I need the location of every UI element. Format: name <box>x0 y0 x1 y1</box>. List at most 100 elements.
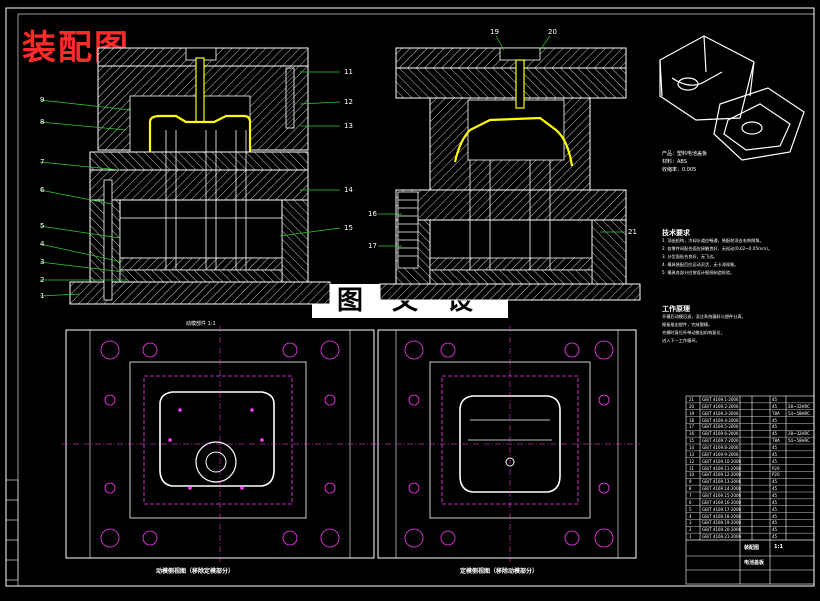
title-block-row-number: 2 <box>689 527 692 533</box>
callout-17: 17 <box>368 242 377 250</box>
caption-right-view: 定模侧视图（移除动模部分） <box>460 568 539 575</box>
title-block-scale-label: 装配图 <box>744 545 760 551</box>
title-block-material: 45 <box>772 479 778 485</box>
callout-8: 8 <box>40 118 45 126</box>
title-block-standard: GB/T 4169.12-2006 <box>702 472 742 478</box>
callout-4: 4 <box>40 240 45 248</box>
margin-labels <box>5 479 19 581</box>
tech-note-line: 4. 模具装配后应运动灵活，无卡滞现象。 <box>662 262 739 267</box>
title-block-standard: GB/T 4169.9-2006 <box>702 451 739 457</box>
callout-20: 20 <box>548 28 557 36</box>
callout-16: 16 <box>368 210 377 218</box>
title-block-standard: GB/T 4169.17-2006 <box>702 506 742 512</box>
title-block-row-number: 11 <box>689 465 695 471</box>
title-block-material: 45 <box>772 458 778 464</box>
title-block-hardness: 54~58HRC <box>788 438 810 444</box>
title-block-material: 45 <box>772 527 778 533</box>
title-block-standard: GB/T 4169.1-2006 <box>702 397 739 402</box>
section-label: 动模部件 1:1 <box>186 321 216 327</box>
title-block-material: 45 <box>772 493 778 498</box>
title-block-row-number: 18 <box>689 417 695 423</box>
work-note-line: 进入下一工作循环。 <box>662 338 700 343</box>
title-block-row-number: 12 <box>689 458 695 464</box>
tech-note-line: 1. 顶出机构，冷却水道应畅通，装配前须去毛刺倒角。 <box>662 238 764 243</box>
callout-2: 2 <box>40 276 45 284</box>
title-block-rows <box>686 402 814 541</box>
isometric-part-views <box>659 35 805 161</box>
title-block-standard: GB/T 4169.13-2006 <box>702 479 742 485</box>
title-block-row-number: 7 <box>689 493 692 498</box>
title-block-standard: GB/T 4169.6-2006 <box>702 431 739 437</box>
title-block-standard: GB/T 4169.16-2006 <box>702 499 742 505</box>
tech-note-line: 2. 各零件间配合面应接触良好，无松动(0.02~0.05mm)。 <box>662 246 773 251</box>
product-shrink: 收缩率：0.005 <box>662 167 697 173</box>
title-block-row-number: 17 <box>689 424 695 430</box>
title-block-row-number: 8 <box>689 486 692 492</box>
title-block-material: 45 <box>772 486 778 492</box>
title-block-drawing-no: 1:1 <box>774 544 783 550</box>
title-block-row-number: 15 <box>689 438 695 444</box>
callout-15: 15 <box>344 224 353 232</box>
title-block-standard: GB/T 4169.11-2006 <box>702 465 742 471</box>
title-block-hardness: 54~58HRC <box>788 410 810 416</box>
title-block-material: 45 <box>772 431 778 437</box>
title-block-row-number: 4 <box>689 513 692 519</box>
callout-12: 12 <box>344 98 353 106</box>
title-block-material: 45 <box>772 417 778 423</box>
title-block-standard: GB/T 4169.14-2006 <box>702 486 742 492</box>
title-block-material: T8A <box>772 410 780 416</box>
work-note-line: 合模时复位杆带动推出机构复位， <box>662 330 725 335</box>
title-block-row-number: 10 <box>689 472 695 478</box>
title-block-material: 45 <box>772 424 778 430</box>
tech-note-line: 5. 模具各部分应按设计图纸制造检验。 <box>662 270 735 275</box>
callout-1: 1 <box>40 292 45 300</box>
title-block-row-number: 14 <box>689 445 695 450</box>
product-material: 材料：ABS <box>662 159 687 165</box>
title-block-row-number: 6 <box>689 499 692 505</box>
product-name: 产品：塑料电池盖板 <box>662 151 708 157</box>
callout-14: 14 <box>344 186 353 194</box>
title-block-material: 45 <box>772 451 778 457</box>
callout-7: 7 <box>40 158 45 166</box>
section-view-left <box>39 47 341 305</box>
title-block-hardness: 28~32HRC <box>788 431 810 437</box>
title-block-row-number: 16 <box>689 431 695 437</box>
title-block-standard: GB/T 4169.20-2006 <box>702 527 742 533</box>
title-block-row-number: 13 <box>689 451 695 457</box>
section-view-right <box>378 35 641 301</box>
title-block-material: 45 <box>772 534 778 540</box>
caption-left-view: 动模侧视图（移除定模部分） <box>156 568 235 575</box>
callout-5: 5 <box>40 222 45 230</box>
tech-note-line: 3. 分型面贴合良好，无飞边。 <box>662 254 718 259</box>
callout-6: 6 <box>40 186 45 194</box>
title-block-row-number: 5 <box>689 506 692 512</box>
title-block-standard: GB/T 4169.18-2006 <box>702 513 742 519</box>
title-block-standard: GB/T 4169.7-2006 <box>702 438 739 444</box>
title-block-standard: GB/T 4169.5-2006 <box>702 424 739 430</box>
title-block-standard: GB/T 4169.15-2006 <box>702 493 742 498</box>
title-block-material: 45 <box>772 499 778 505</box>
title-block-row-number: 19 <box>689 410 695 416</box>
title-block-standard: GB/T 4169.4-2006 <box>702 417 739 423</box>
callout-13: 13 <box>344 122 353 130</box>
title-block-drawing-name: 电池盖板 <box>744 560 765 566</box>
work-note-line: 开模后动模后退，浇注系统凝料与塑件分离， <box>662 314 746 319</box>
title-block-row-number: 21 <box>689 397 695 402</box>
plan-view-right <box>374 326 640 562</box>
callout-19: 19 <box>490 28 499 36</box>
callout-11: 11 <box>344 68 353 76</box>
callout-9: 9 <box>40 96 45 104</box>
title-block-material: 45 <box>772 403 778 409</box>
title-block-row-number: 3 <box>689 520 692 526</box>
title-block-standard: GB/T 4169.21-2006 <box>702 534 742 540</box>
title-block-hardness: 28~32HRC <box>788 403 810 409</box>
inner-border <box>17 13 815 587</box>
title-block-material: P20 <box>772 472 780 478</box>
work-notes-heading: 工作原理 <box>662 305 690 313</box>
title-block-standard: GB/T 4169.3-2006 <box>702 410 739 416</box>
title-block-standard: GB/T 4169.2-2006 <box>702 403 739 409</box>
title-block-material: T8A <box>772 438 780 444</box>
plan-view-left <box>62 326 378 562</box>
